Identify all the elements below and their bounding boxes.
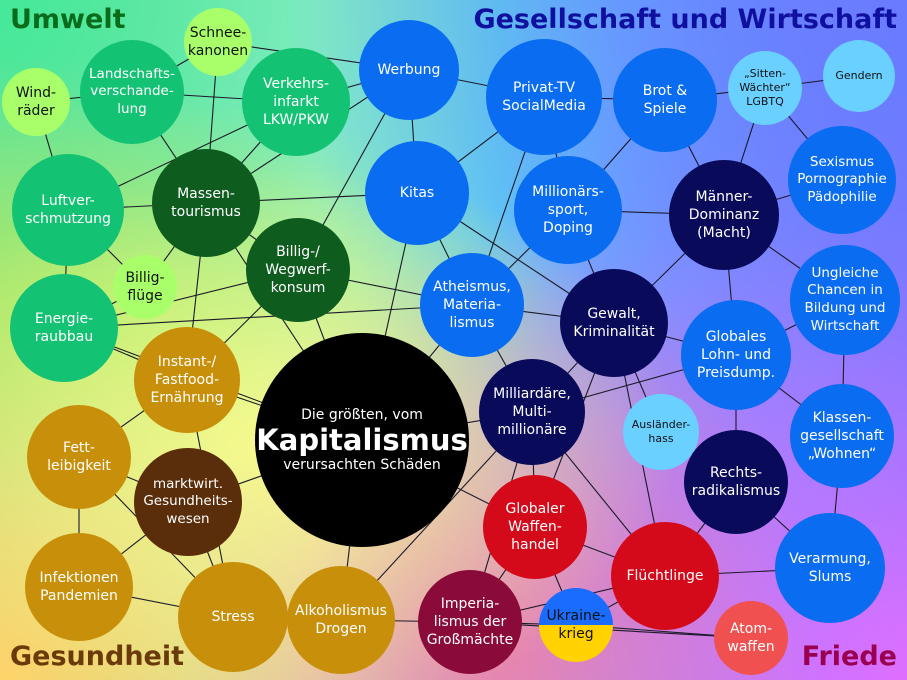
node-label: Massen- tourismus	[171, 185, 241, 220]
node-landschaft: Landschafts- verschande- lung	[80, 40, 184, 144]
node-label: Gendern	[835, 68, 883, 82]
corner-title-environment: Umwelt	[10, 4, 126, 35]
node-lohndumping: Globales Lohn- und Preisdump.	[681, 300, 791, 410]
node-infektionen: Infektionen Pandemien	[25, 533, 133, 641]
node-imperialismus: Imperia- lismus der Großmächte	[418, 570, 522, 674]
node-fluechtlinge: Flüchtlinge	[611, 522, 719, 630]
node-luftverschmutzung: Luftver- schmutzung	[12, 154, 124, 266]
node-label: Alkoholismus Drogen	[295, 602, 387, 637]
node-energieraubbau: Energie- raubbau	[10, 274, 118, 382]
node-sexismus: Sexismus Pornographie Pädophilie	[788, 126, 896, 234]
node-label: Infektionen Pandemien	[39, 569, 119, 604]
node-label: Ukraine- krieg	[546, 607, 606, 642]
node-label: Kitas	[399, 184, 435, 201]
node-label: Globaler Waffen- handel	[505, 500, 565, 554]
corner-title-peace: Friede	[801, 641, 897, 672]
node-massentourismus: Massen- tourismus	[152, 149, 260, 257]
node-stress: Stress	[178, 562, 288, 672]
node-label: Klassen- gesellschaft „Wohnen“	[800, 409, 884, 463]
node-label: Instant-/ Fastfood- Ernährung	[150, 353, 224, 407]
node-label: Billig-/ Wegwerf- konsum	[265, 243, 331, 297]
node-ukraine: Ukraine- krieg	[539, 588, 613, 662]
node-rechtsradikalismus: Rechts- radikalismus	[684, 430, 788, 534]
corner-title-society: Gesellschaft und Wirtschaft	[473, 4, 897, 35]
node-label: Werbung	[377, 61, 441, 78]
node-brotspiele: Brot & Spiele	[613, 48, 717, 152]
node-label: Ungleiche Chancen in Bildung und Wirtsch…	[804, 264, 886, 334]
node-label: Wind- räder	[15, 84, 57, 119]
node-fastfood: Instant-/ Fastfood- Ernährung	[134, 327, 240, 433]
node-gewalt: Gewalt, Kriminalität	[560, 269, 668, 377]
center-line-3: verursachten Schäden	[283, 457, 441, 474]
center-line-2: Kapitalismus	[256, 422, 468, 457]
node-label: Verkehrs- infarkt LKW/PKW	[262, 75, 330, 129]
node-gesundheitswesen: marktwirt. Gesundheits- wesen	[134, 448, 242, 556]
node-kitas: Kitas	[365, 141, 469, 245]
center-line-1: Die größten, vom	[301, 406, 423, 423]
node-label: Atheismus, Materia- lismus	[433, 278, 511, 332]
node-label: Landschafts- verschande- lung	[89, 65, 175, 117]
node-schneekanonen: Schnee- kanonen	[184, 8, 252, 76]
node-label: Billig- flüge	[125, 269, 165, 304]
node-label: „Sitten- Wächter“ LGBTQ	[739, 66, 791, 109]
node-label: Atom- waffen	[727, 620, 775, 655]
corner-title-health: Gesundheit	[10, 641, 185, 672]
node-milliardaere: Milliardäre, Multi- millionäre	[479, 359, 585, 465]
node-maennerdominanz: Männer- Dominanz (Macht)	[669, 160, 779, 270]
node-label: Brot & Spiele	[642, 82, 688, 117]
node-waffenhandel: Globaler Waffen- handel	[483, 475, 587, 579]
node-label: Energie- raubbau	[34, 310, 94, 345]
node-atomwaffen: Atom- waffen	[714, 601, 788, 675]
node-label: Stress	[211, 608, 255, 625]
node-privattv: Privat-TV SocialMedia	[486, 39, 602, 155]
node-gendern: Gendern	[823, 40, 895, 112]
node-auslaenderhass: Ausländer- hass	[623, 394, 699, 470]
node-label: Imperia- lismus der Großmächte	[426, 595, 514, 649]
node-label: Männer- Dominanz (Macht)	[688, 188, 760, 242]
node-verkehrsinfarkt: Verkehrs- infarkt LKW/PKW	[242, 48, 350, 156]
node-billigfluege: Billig- flüge	[113, 255, 177, 319]
node-millionaerssport: Millionärs- sport, Doping	[514, 156, 622, 264]
node-label: Millionärs- sport, Doping	[532, 183, 604, 237]
node-label: Sexismus Pornographie Pädophilie	[797, 153, 887, 205]
node-label: Luftver- schmutzung	[25, 192, 111, 227]
node-label: Schnee- kanonen	[187, 24, 249, 59]
node-atheismus: Atheismus, Materia- lismus	[420, 253, 524, 357]
node-label: Globales Lohn- und Preisdump.	[696, 328, 776, 382]
node-label: marktwirt. Gesundheits- wesen	[143, 475, 233, 527]
center-node-kapitalismus: Die größten, vom Kapitalismus verursacht…	[255, 333, 469, 547]
node-ungleiche: Ungleiche Chancen in Bildung und Wirtsch…	[790, 245, 900, 355]
node-label: Fett- leibigkeit	[47, 439, 111, 474]
node-windraeder: Wind- räder	[2, 68, 70, 136]
node-werbung: Werbung	[359, 20, 459, 120]
node-label: Milliardäre, Multi- millionäre	[493, 385, 571, 439]
node-label: Rechts- radikalismus	[691, 464, 781, 499]
node-label: Flüchtlinge	[626, 567, 704, 584]
node-fettleibigkeit: Fett- leibigkeit	[27, 405, 131, 509]
node-label: Gewalt, Kriminalität	[573, 305, 655, 340]
node-klassengesellschaft: Klassen- gesellschaft „Wohnen“	[790, 384, 894, 488]
node-verarmung: Verarmung, Slums	[775, 513, 885, 623]
node-label: Ausländer- hass	[631, 417, 691, 445]
node-alkoholismus: Alkoholismus Drogen	[287, 566, 395, 674]
node-label: Privat-TV SocialMedia	[502, 79, 586, 114]
node-wegwerf: Billig-/ Wegwerf- konsum	[246, 218, 350, 322]
connection-line	[63, 304, 473, 329]
node-label: Verarmung, Slums	[789, 550, 871, 585]
node-sittenwaechter: „Sitten- Wächter“ LGBTQ	[728, 51, 802, 125]
